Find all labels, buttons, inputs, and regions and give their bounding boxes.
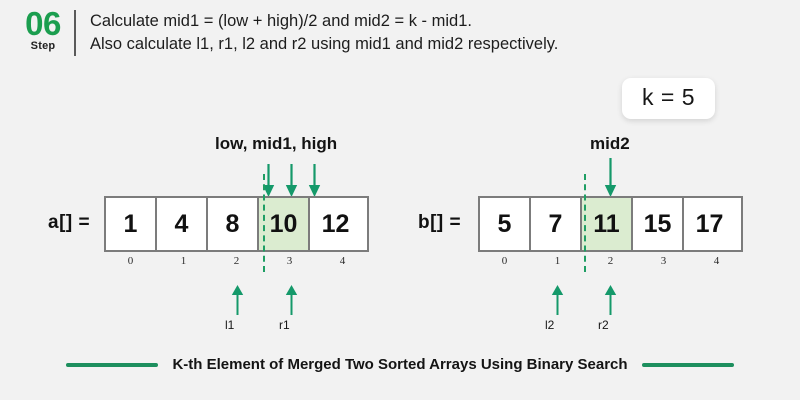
l2-label: l2 — [545, 318, 555, 332]
array-a-cell-1: 4 — [157, 198, 208, 250]
step-badge: 06 Step — [0, 0, 72, 53]
array-b-cell-3: 15 — [633, 198, 684, 250]
header-text: Calculate mid1 = (low + high)/2 and mid2… — [76, 0, 558, 57]
l1-label: l1 — [225, 318, 235, 332]
array-a-top-label: low, mid1, high — [215, 134, 338, 153]
header-line-2: Also calculate l1, r1, l2 and r2 using m… — [90, 35, 559, 54]
array-b-index-0: 0 — [501, 255, 508, 267]
array-a-cells: 1 4 8 10 12 — [104, 196, 369, 252]
r1-arrow-icon — [285, 285, 298, 315]
array-a-label: a[] = — [48, 212, 91, 233]
array-b-indices: 0 1 2 3 4 — [478, 255, 743, 267]
array-a-cell-3: 10 — [259, 198, 310, 250]
low-arrow-icon — [262, 164, 275, 197]
array-b-cells: 5 7 11 15 17 — [478, 196, 743, 252]
r2-label: r2 — [598, 318, 609, 332]
array-b-cell-4: 17 — [684, 198, 735, 250]
footer-rule-left — [66, 362, 159, 367]
header-line-1: Calculate mid1 = (low + high)/2 and mid2… — [90, 12, 472, 30]
array-a-divider — [263, 174, 265, 272]
array-b-top-label: mid2 — [590, 134, 630, 153]
array-a-cell-0: 1 — [106, 198, 157, 250]
header-divider — [74, 10, 76, 56]
array-a-index-0: 0 — [127, 255, 134, 267]
array-b-index-4: 4 — [713, 255, 720, 267]
l2-arrow-icon — [551, 285, 564, 315]
mid2-arrow-icon — [604, 158, 617, 197]
array-b-divider — [584, 174, 586, 272]
array-b-index-1: 1 — [554, 255, 561, 267]
mid1-arrow-icon — [285, 164, 298, 197]
k-value-badge: k = 5 — [622, 78, 716, 119]
array-a-cell-2: 8 — [208, 198, 259, 250]
array-a-index-2: 2 — [233, 255, 240, 267]
r2-arrow-icon — [604, 285, 617, 315]
array-a-index-3: 3 — [286, 255, 293, 267]
array-b-index-2: 2 — [607, 255, 614, 267]
array-a-index-1: 1 — [180, 255, 187, 267]
array-b-cell-0: 5 — [480, 198, 531, 250]
footer: K-th Element of Merged Two Sorted Arrays… — [0, 356, 800, 373]
high-arrow-icon — [308, 164, 321, 197]
footer-title: K-th Element of Merged Two Sorted Arrays… — [172, 356, 628, 373]
footer-rule-right — [641, 362, 734, 367]
array-a-index-4: 4 — [339, 255, 346, 267]
array-b-label: b[] = — [418, 212, 462, 233]
array-b-cell-2: 11 — [582, 198, 633, 250]
array-a-indices: 0 1 2 3 4 — [104, 255, 369, 267]
l1-arrow-icon — [231, 285, 244, 315]
header: 06 Step Calculate mid1 = (low + high)/2 … — [0, 0, 800, 72]
array-b-index-3: 3 — [660, 255, 667, 267]
array-b-cell-1: 7 — [531, 198, 582, 250]
r1-label: r1 — [279, 318, 290, 332]
array-b: 5 7 11 15 17 0 1 2 3 4 — [478, 174, 743, 272]
step-number: 06 — [25, 5, 61, 42]
step-word: Step — [30, 40, 56, 53]
array-a: 1 4 8 10 12 0 1 2 3 4 — [104, 174, 369, 272]
array-a-cell-4: 12 — [310, 198, 361, 250]
